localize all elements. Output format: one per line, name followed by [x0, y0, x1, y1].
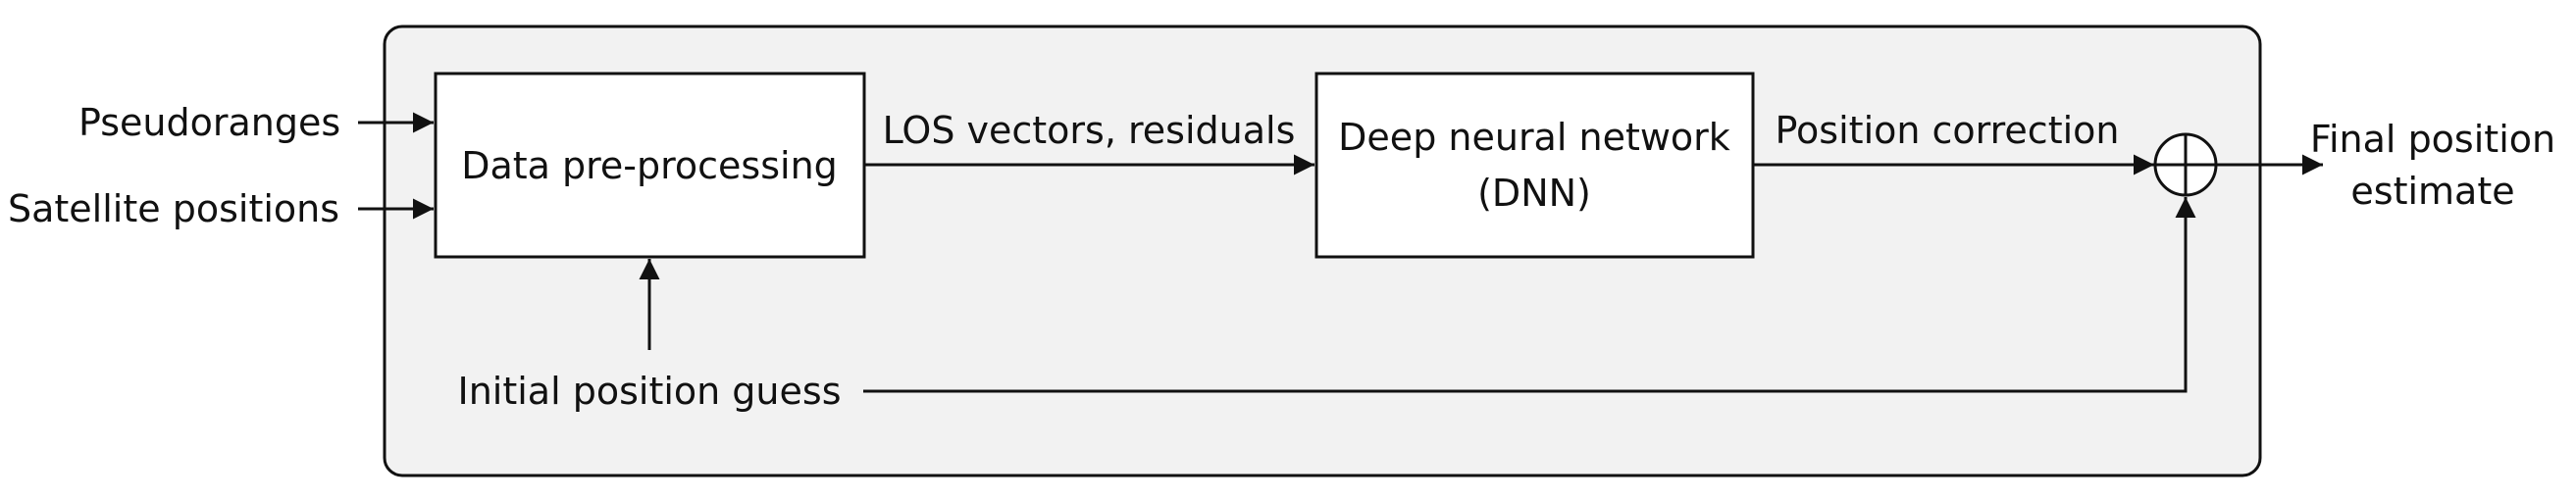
pseudoranges-label: Pseudoranges — [78, 101, 340, 144]
preprocessing-block — [434, 72, 866, 259]
los-residuals-label: LOS vectors, residuals — [883, 109, 1296, 152]
satellite-positions-label: Satellite positions — [8, 187, 339, 230]
final-estimate-label-line2: estimate — [2350, 170, 2514, 213]
dnn-label-line2: (DNN) — [1477, 172, 1591, 215]
initial-guess-label: Initial position guess — [457, 370, 841, 413]
dnn-label-line1: Deep neural network — [1338, 116, 1730, 159]
initial-guess-feedforward-line — [863, 197, 2196, 393]
final-estimate-label-line1: Final position — [2310, 118, 2555, 161]
circle-plus-icon — [2153, 132, 2218, 197]
dnn-block — [1314, 72, 1755, 259]
preprocessing-label: Data pre-processing — [461, 144, 838, 187]
position-correction-label: Position correction — [1776, 109, 2120, 152]
